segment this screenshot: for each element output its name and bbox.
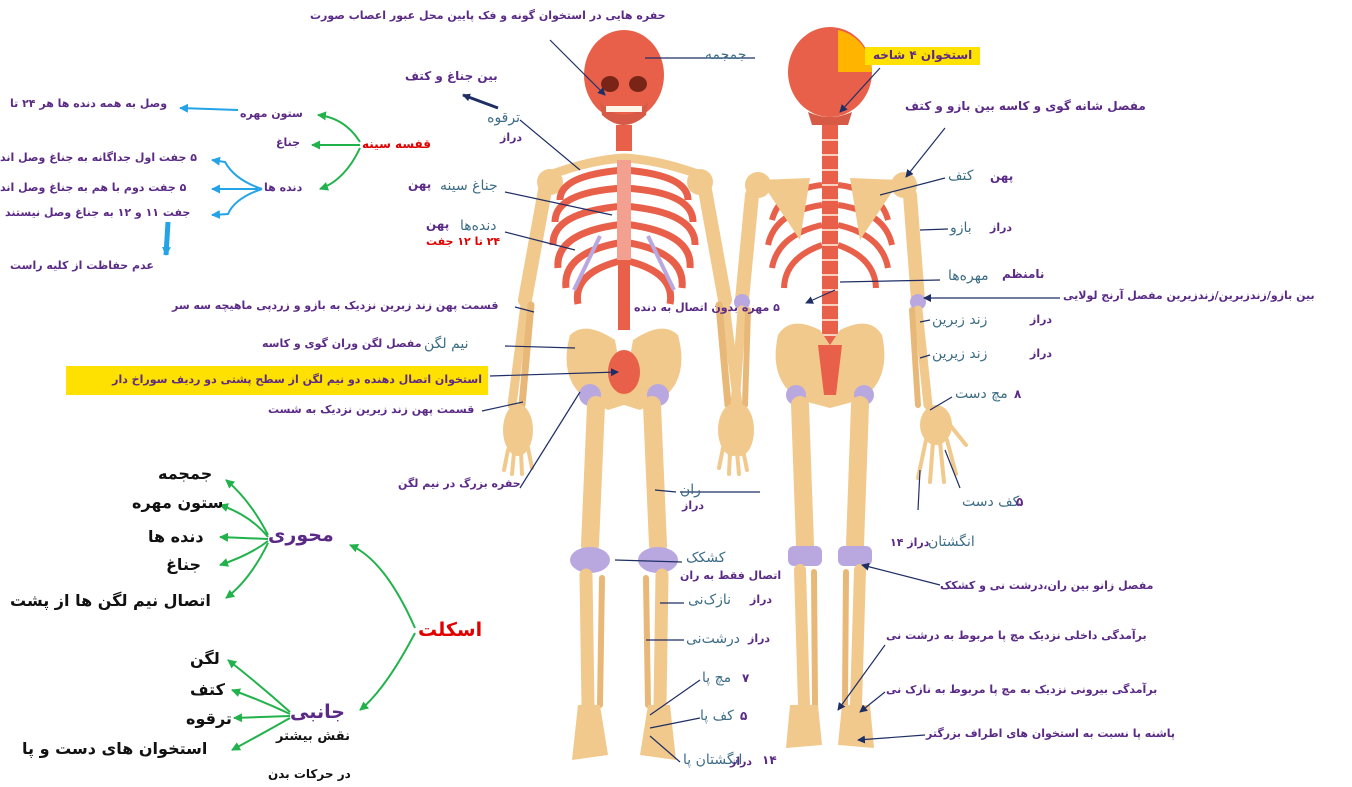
- fibula-label: نازک‌نی: [688, 592, 731, 608]
- palm-count: ۵: [1016, 496, 1023, 510]
- outer-ankle-note: برآمدگی بیرونی نزدیک به مچ پا مربوط به ن…: [886, 684, 1157, 697]
- clavicle-label: ترقوه: [500, 110, 520, 126]
- skeleton-root-node: اسکلت: [418, 620, 482, 642]
- femur-label: ران: [680, 482, 701, 498]
- elbow-joint-label: بین بازو/زندزبرین/زندزیرین مفصل آرنج لول…: [1063, 290, 1315, 303]
- face-holes-note: حفره هایی در استخوان گونه و فک پایین محل…: [310, 10, 666, 23]
- ribs-type: پهن: [426, 218, 449, 232]
- hip-joint-label: مفصل لگن وران گوی و کاسه: [262, 338, 422, 351]
- palm-label: کف دست: [962, 494, 1019, 510]
- axial-item-5: اتصال نیم لگن ها از پشت: [10, 592, 211, 610]
- ankle-count: ۷: [742, 672, 749, 686]
- ulna-type: دراز: [1030, 348, 1052, 361]
- ribs-count: ۲۴ تا ۱۲ جفت: [426, 236, 500, 249]
- appendicular-item-2: کتف: [190, 681, 225, 699]
- appendicular-note-1: نقش بیشتر: [276, 730, 350, 745]
- sole-count: ۵: [740, 710, 747, 724]
- sacral-vertebrae-note: ۵ مهره بدون اتصال به دنده: [634, 302, 780, 315]
- femur-type: دراز: [682, 500, 704, 513]
- appendicular-note-2: در حرکات بدن: [268, 768, 351, 782]
- wrist-count: ۸: [1014, 388, 1021, 402]
- pelvis-label: نیم لگن: [424, 336, 469, 352]
- appendicular-node: جانبی: [290, 702, 345, 724]
- sacrum-note: استخوان اتصال دهنده دو نیم لگن از سطح پش…: [66, 366, 488, 395]
- rib-note-4: عدم حفاظت از کلیه راست: [10, 260, 154, 273]
- heel-note: پاشنه پا نسبت به استخوان های اطراف بزرگت…: [926, 728, 1175, 741]
- between-sternum-scapula-label: بین جناغ و کتف: [405, 70, 498, 84]
- knee-joint-label: مفصل زانو بین ران،درشت نی و کشکک: [940, 580, 1153, 593]
- rib-note-3: جفت ۱۱ و ۱۲ به جناغ وصل نیستند: [5, 207, 190, 220]
- humerus-label: بازو: [950, 220, 972, 236]
- axial-node: محوری: [268, 525, 334, 547]
- ribcage-title: قفسه سینه: [362, 138, 431, 152]
- toes-count: ۱۴: [762, 754, 777, 768]
- radius-upper-note: قسمت پهن زند زبرین نزدیک به بازو و زردپی…: [172, 300, 498, 313]
- radius-label: زند زبرین: [932, 312, 987, 328]
- fingers-type: دراز ۱۴: [890, 537, 929, 550]
- patella-note: اتصال فقط به ران: [680, 570, 781, 583]
- rib-note-2: ۵ جفت دوم با هم به جناغ وصل اند: [0, 182, 186, 195]
- wrist-label: مچ دست: [955, 386, 1008, 402]
- shoulder-joint-label: مفصل شانه گوی و کاسه بین بازو و کتف: [905, 100, 1146, 114]
- fingers-label: انگشتان: [928, 534, 975, 550]
- ankle-label: مچ پا: [702, 670, 731, 686]
- inner-ankle-note: برآمدگی داخلی نزدیک مچ پا مربوط به درشت …: [886, 630, 1147, 643]
- vertebrae-label: مهره‌ها: [948, 268, 989, 284]
- skull-label: جمجمه: [705, 47, 746, 63]
- front-skeleton: [503, 30, 748, 760]
- ulna-lower-note: قسمت پهن زند زیرین نزدیک به شست: [268, 404, 474, 417]
- four-branch-bone-label: استخوان ۴ شاخه: [865, 47, 980, 65]
- fibula-type: دراز: [750, 594, 772, 607]
- scapula-type: پهن: [990, 170, 1013, 184]
- spine-note: وصل به همه دنده ها هر ۲۴ تا: [10, 98, 167, 111]
- hip-socket-note: حفره بزرگ در نیم لگن: [398, 478, 521, 491]
- radius-type: دراز: [1030, 314, 1052, 327]
- axial-item-3: دنده ها: [148, 528, 204, 546]
- scapula-label: کتف: [948, 168, 973, 184]
- axial-item-2: ستون مهره: [132, 494, 223, 512]
- axial-item-4: جناغ: [166, 556, 201, 574]
- toes-type: دراز: [730, 756, 752, 769]
- tibia-label: درشت‌نی: [686, 631, 740, 647]
- appendicular-item-3: ترقوه: [186, 710, 232, 728]
- appendicular-item-4: استخوان های دست و پا: [22, 740, 207, 758]
- patella-label: کشکک: [686, 550, 725, 566]
- appendicular-item-1: لگن: [190, 650, 220, 668]
- ulna-label: زند زیرین: [932, 346, 987, 362]
- clavicle-type: دراز: [500, 132, 522, 145]
- rib-note-1: ۵ جفت اول جداگانه به جناغ وصل اند: [0, 152, 197, 165]
- axial-item-1: جمجمه: [158, 465, 212, 483]
- humerus-type: دراز: [990, 222, 1012, 235]
- sole-label: کف پا: [700, 708, 734, 724]
- sternum-type: پهن: [408, 178, 431, 192]
- sternum-map-label: جناغ: [276, 137, 300, 150]
- sternum-label: جناغ سینه: [440, 178, 498, 194]
- vertebrae-type: نامنظم: [1002, 268, 1044, 282]
- tibia-type: دراز: [748, 633, 770, 646]
- ribs-label: دنده‌ها: [460, 218, 496, 234]
- ribs-map-label: دنده ها: [264, 182, 302, 195]
- spine-label: ستون مهره: [240, 108, 303, 121]
